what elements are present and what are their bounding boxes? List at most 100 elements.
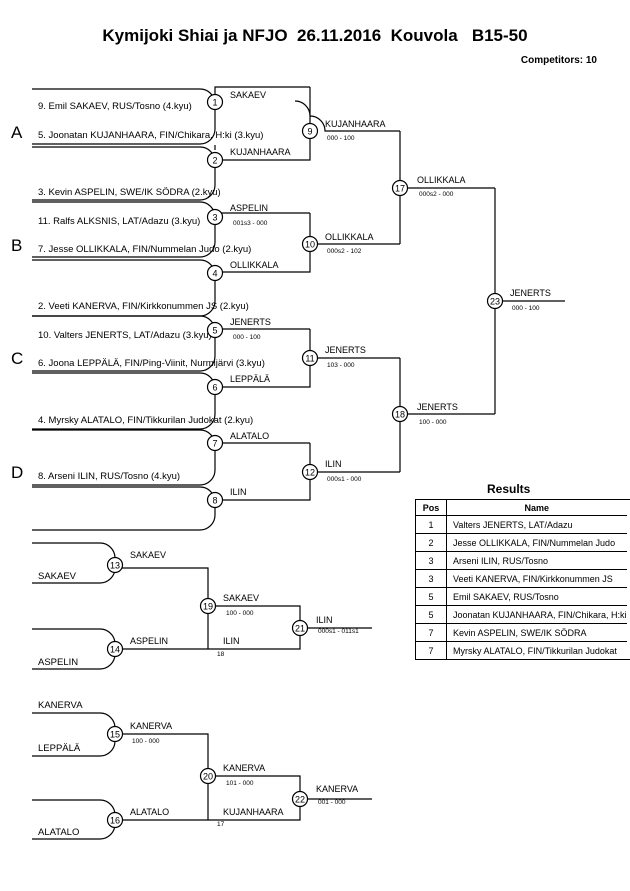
column-header-name: Name — [446, 500, 627, 516]
loser-ref: 17 — [217, 821, 225, 828]
match-winner: JENERTS — [510, 288, 551, 298]
svg-text:13: 13 — [110, 561, 120, 571]
repechage-entry: LEPPÄLÄ — [38, 743, 81, 754]
match-winner: ASPELIN — [230, 203, 268, 213]
result-name: Emil SAKAEV, RUS/Tosno — [446, 587, 627, 606]
result-name: Myrsky ALATALO, FIN/Tikkurilan Judokat — [453, 645, 617, 656]
svg-text:18: 18 — [395, 410, 405, 420]
match-winner: ILIN — [325, 459, 342, 469]
group-label: B — [11, 236, 22, 255]
match-circle: 20 — [199, 767, 217, 785]
svg-text:19: 19 — [203, 602, 213, 612]
match-circle: 2 — [206, 151, 224, 169]
match-winner: JENERTS — [417, 402, 458, 412]
match-circle: 19 — [199, 597, 217, 615]
match-score: 001 - 000 — [318, 799, 346, 806]
repechage-entry: KANERVA — [38, 700, 83, 711]
svg-text:7: 7 — [212, 439, 217, 449]
match-score: 100 - 000 — [132, 738, 160, 745]
result-name: Kevin ASPELIN, SWE/IK SÖDRA — [446, 623, 627, 642]
results-title: Results — [487, 482, 531, 496]
match-score: 101 - 000 — [226, 780, 254, 787]
match-circle: 5 — [206, 321, 224, 339]
match-score: 000 - 100 — [512, 305, 540, 312]
match-winner: SAKAEV — [230, 90, 266, 100]
match-circle: 16 — [106, 811, 124, 829]
group-label: D — [11, 463, 23, 482]
match-winner: KUJANHAARA — [230, 147, 291, 157]
result-name: Valters JENERTS, LAT/Adazu — [446, 515, 627, 534]
competitor-entry: 9. Emil SAKAEV, RUS/Tosno (4.kyu) — [38, 101, 192, 112]
match-circle: 8 — [206, 491, 224, 509]
match-winner: KANERVA — [130, 721, 172, 731]
competitor-entry: 2. Veeti KANERVA, FIN/Kirkkonummen JS (2… — [38, 301, 249, 312]
match-circles: 1 2 3 4 5 6 7 8 9 10 11 12 17 18 23 13 1… — [106, 93, 504, 829]
match-winner: JENERTS — [325, 345, 366, 355]
match-circle: 21 — [291, 619, 309, 637]
match-winner: ALATALO — [130, 807, 169, 817]
svg-text:12: 12 — [305, 468, 315, 478]
match-circle: 7 — [206, 434, 224, 452]
results-row: 7 Myrsky ALATALO, FIN/Tikkurilan Judokat — [416, 641, 627, 659]
match-score: 000s1 - 011s1 — [318, 628, 359, 635]
result-name: Veeti KANERVA, FIN/Kirkkonummen JS — [446, 569, 627, 588]
loser-ref: 18 — [217, 651, 225, 658]
competitor-count: Competitors: 10 — [520, 55, 597, 66]
svg-text:5: 5 — [212, 326, 217, 336]
match-circle: 6 — [206, 378, 224, 396]
result-pos: 7 — [416, 641, 447, 659]
match-score: 001s3 - 000 — [233, 220, 268, 227]
result-pos: 1 — [416, 515, 447, 534]
match-circle: 14 — [106, 640, 124, 658]
repechage-entry: ALATALO — [38, 827, 79, 838]
result-name: Joonatan KUJANHAARA, FIN/Chikara, H:ki — [446, 605, 627, 624]
match-circle: 4 — [206, 264, 224, 282]
match-winner: LEPPÄLÄ — [230, 374, 270, 384]
match-winner: OLLIKKALA — [230, 260, 279, 270]
repechage-entry: ASPELIN — [38, 657, 78, 668]
competitor-entry: 5. Joonatan KUJANHAARA, FIN/Chikara, H:k… — [38, 130, 263, 141]
result-pos: 5 — [416, 587, 447, 606]
svg-text:4: 4 — [212, 269, 217, 279]
svg-text:10: 10 — [305, 240, 315, 250]
match-score: 100 - 000 — [419, 419, 447, 426]
column-header-pos: Pos — [416, 500, 447, 516]
match-circle: 23 — [486, 292, 504, 310]
match-circle: 18 — [391, 405, 409, 423]
svg-text:6: 6 — [212, 383, 217, 393]
svg-text:22: 22 — [295, 795, 305, 805]
svg-text:3: 3 — [212, 213, 217, 223]
svg-text:8: 8 — [212, 496, 217, 506]
match-winner: KUJANHAARA — [325, 119, 386, 129]
page-title: Kymijoki Shiai ja NFJO 26.11.2016 Kouvol… — [102, 26, 528, 45]
result-pos: 7 — [416, 623, 447, 642]
group-label: A — [11, 123, 23, 142]
svg-text:1: 1 — [212, 98, 217, 108]
match-score: 000s1 - 000 — [327, 476, 362, 483]
competitor-entry: 10. Valters JENERTS, LAT/Adazu (3.kyu) — [38, 330, 212, 341]
result-name: Jesse OLLIKKALA, FIN/Nummelan Judo — [446, 533, 627, 552]
competitor-entry: 4. Myrsky ALATALO, FIN/Tikkurilan Judoka… — [38, 415, 253, 426]
match-score: 000 - 100 — [327, 135, 355, 142]
match-winner: SAKAEV — [223, 593, 259, 603]
match-circle: 9 — [301, 122, 319, 140]
competitor-entry: 3. Kevin ASPELIN, SWE/IK SÖDRA (2.kyu) — [38, 187, 221, 198]
result-pos: 2 — [416, 533, 447, 552]
match-circle: 3 — [206, 208, 224, 226]
match-circle: 10 — [301, 235, 319, 253]
match-score: 000 - 100 — [233, 334, 261, 341]
match-winner: SAKAEV — [130, 550, 166, 560]
match-circle: 22 — [291, 790, 309, 808]
result-name: Arseni ILIN, RUS/Tosno — [446, 551, 627, 570]
competitor-entry: 11. Ralfs ALKSNIS, LAT/Adazu (3.kyu) — [38, 216, 200, 227]
svg-text:17: 17 — [395, 184, 405, 194]
match-circle: 1 — [206, 93, 224, 111]
